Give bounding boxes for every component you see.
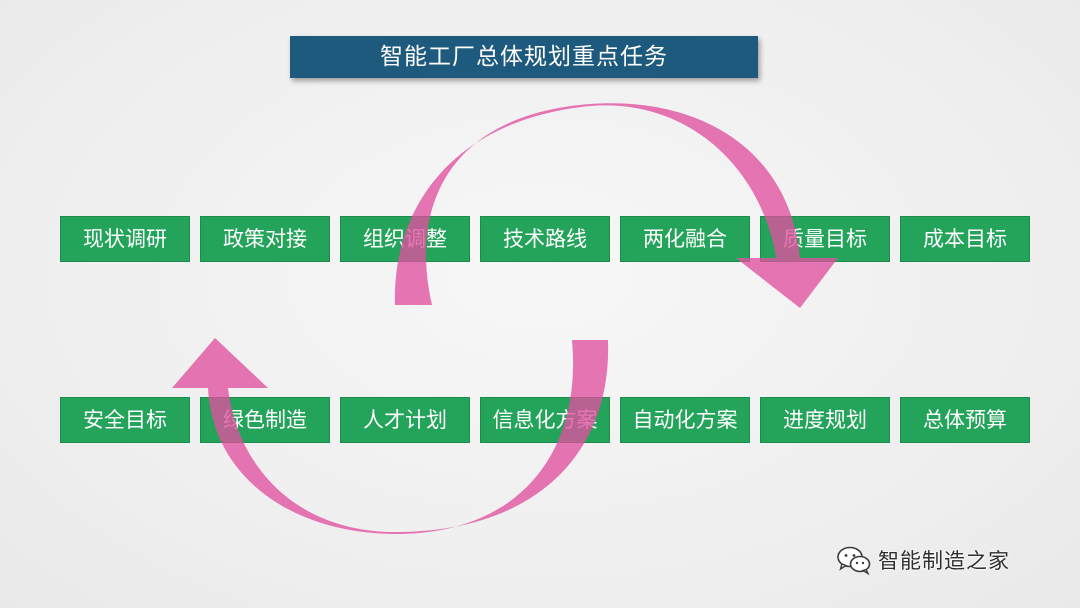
task-box-lianghua: 两化融合 (620, 216, 750, 262)
task-box-jishu: 技术路线 (480, 216, 610, 262)
task-box-zhengce: 政策对接 (200, 216, 330, 262)
task-box-jindu: 进度规划 (760, 397, 890, 443)
task-box-zidonghua: 自动化方案 (620, 397, 750, 443)
task-box-lvse: 绿色制造 (200, 397, 330, 443)
task-box-xianzhuang: 现状调研 (60, 216, 190, 262)
task-box-chengben: 成本目标 (900, 216, 1030, 262)
watermark: 智能制造之家 (836, 540, 1010, 580)
task-box-rencai: 人才计划 (340, 397, 470, 443)
watermark-text: 智能制造之家 (878, 549, 1010, 573)
task-box-anquan: 安全目标 (60, 397, 190, 443)
page-title: 智能工厂总体规划重点任务 (290, 36, 758, 78)
task-box-zongti: 总体预算 (900, 397, 1030, 443)
task-box-zuzhi: 组织调整 (340, 216, 470, 262)
task-box-xinxihua: 信息化方案 (480, 397, 610, 443)
task-box-zhiliang: 质量目标 (760, 216, 890, 262)
wechat-icon (837, 546, 871, 575)
